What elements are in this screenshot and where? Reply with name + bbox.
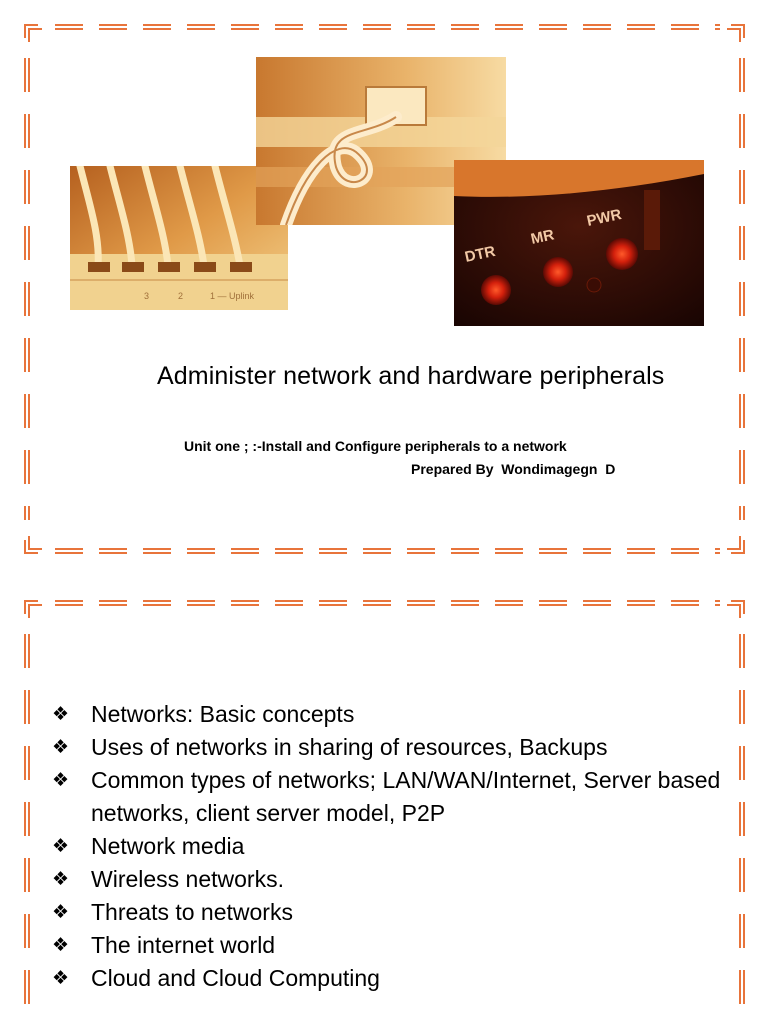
list-item: ❖ Networks: Basic concepts xyxy=(52,698,732,731)
topic-text: Networks: Basic concepts xyxy=(91,701,355,727)
topic-text: Wireless networks. xyxy=(91,866,284,892)
diamond-cluster-icon: ❖ xyxy=(52,967,70,989)
topics-slide: ❖ Networks: Basic concepts ❖ Uses of netwo… xyxy=(0,580,768,1024)
port-number-label: 3 xyxy=(144,291,149,301)
diamond-cluster-icon: ❖ xyxy=(52,934,70,956)
uplink-label: 1 — Uplink xyxy=(210,291,255,301)
topic-text: Threats to networks xyxy=(91,899,293,925)
switch-ports-photo: 3 2 1 — Uplink xyxy=(70,166,288,310)
title-slide: 3 2 1 — Uplink xyxy=(24,24,745,554)
list-item: ❖ Cloud and Cloud Computing xyxy=(52,962,732,995)
list-item: ❖ Common types of networks; LAN/WAN/Inter… xyxy=(52,764,732,830)
list-item: ❖ Network media xyxy=(52,830,732,863)
diamond-cluster-icon: ❖ xyxy=(52,835,70,857)
slide-frame xyxy=(24,24,745,554)
unit-subtitle: Unit one ; :-Install and Configure perip… xyxy=(184,438,567,454)
diamond-cluster-icon: ❖ xyxy=(52,703,70,725)
topic-text: Network media xyxy=(91,833,245,859)
led-label-dtr: DTR xyxy=(463,243,497,266)
led-label-pwr: PWR xyxy=(585,206,623,230)
slide-title: Administer network and hardware peripher… xyxy=(157,362,665,390)
topic-text: The internet world xyxy=(91,932,276,958)
author-credit: Prepared By Wondimagegn D xyxy=(411,461,616,477)
topic-text: Uses of networks in sharing of resources… xyxy=(91,734,608,760)
modem-leds-photo: DTR MR PWR xyxy=(454,160,704,326)
diamond-cluster-icon: ❖ xyxy=(52,901,70,923)
diamond-cluster-icon: ❖ xyxy=(52,868,70,890)
led-label-mr: MR xyxy=(529,226,556,248)
list-item: ❖ Wireless networks. xyxy=(52,863,732,896)
slide-frame xyxy=(24,600,745,1024)
list-item: ❖ Uses of networks in sharing of resource… xyxy=(52,731,732,764)
port-number-label: 2 xyxy=(178,291,183,301)
topic-text: Cloud and Cloud Computing xyxy=(91,965,380,991)
topic-text: Common types of networks; LAN/WAN/Intern… xyxy=(91,767,721,826)
diamond-cluster-icon: ❖ xyxy=(52,769,70,791)
list-item: ❖ The internet world xyxy=(52,929,732,962)
topic-list: ❖ Networks: Basic concepts ❖ Uses of netwo… xyxy=(52,698,732,995)
list-item: ❖ Threats to networks xyxy=(52,896,732,929)
diamond-cluster-icon: ❖ xyxy=(52,736,70,758)
